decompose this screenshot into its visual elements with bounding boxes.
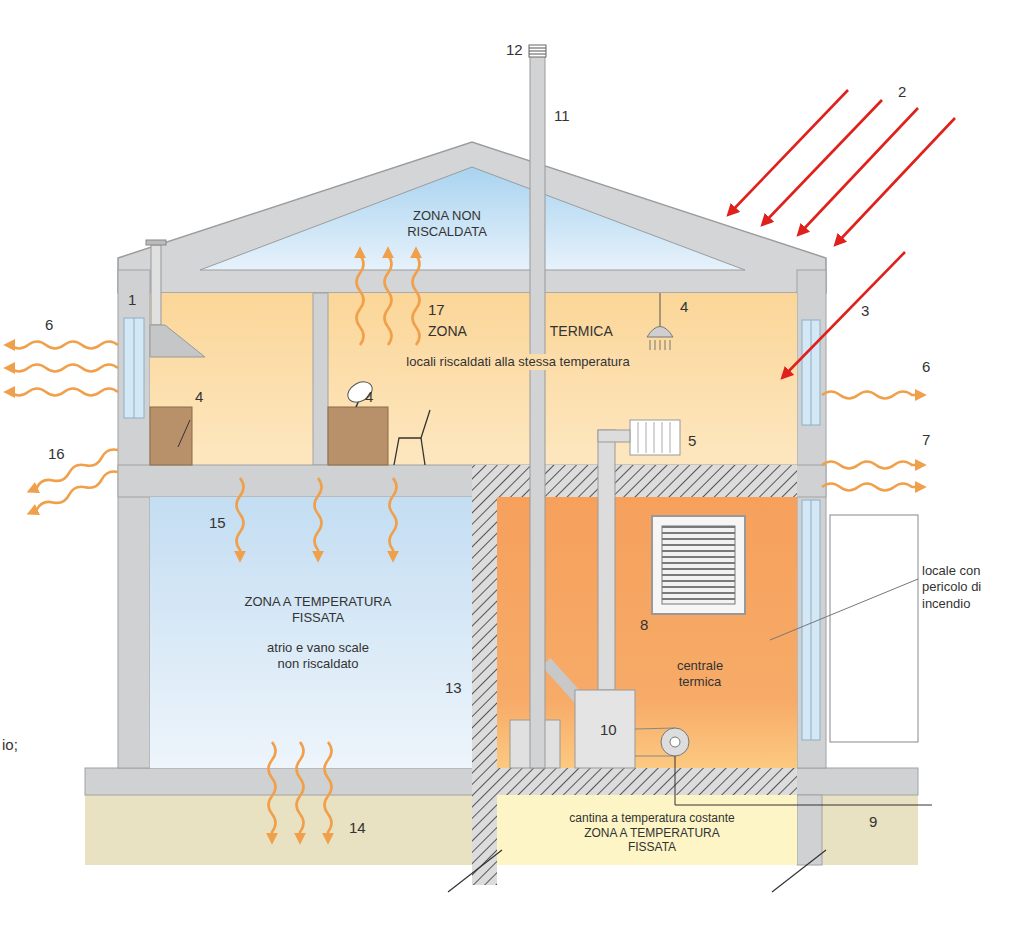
callout-number: 15 [209,515,226,532]
callout-number: 6 [45,317,53,334]
zone-text: locali riscaldati alla stessa temperatur… [403,354,632,370]
callout-number: 14 [349,820,366,837]
thermal-zone: ZONA NON RISCALDATA [200,166,745,270]
note-label: locale con pericolo di incendio [922,563,1012,612]
zone-title: centrale termica [660,658,740,689]
callout-number: 12 [506,42,523,59]
callout-number: 4 [680,299,688,316]
callout-number: 4 [195,389,203,406]
thermal-zone: ZONA A TEMPERATURA FISSATA atrio e vano s… [150,497,472,768]
callout-number: 16 [48,446,65,463]
callout-number: 6 [922,359,930,376]
thermal-zone: ZONA TERMICA locali riscaldati alla stess… [150,293,797,465]
callout-number: 17 [428,302,445,319]
thermal-zone: cantina a temperatura costanteZONA A TEM… [497,795,797,865]
callout-number: 2 [898,84,906,101]
callout-number: 13 [445,680,462,697]
callout-number: 7 [922,432,930,449]
callout-number: 5 [688,433,696,450]
callout-number: 10 [600,722,617,739]
callout-number: 9 [869,814,877,831]
note-label: io; [2,737,18,754]
zone-text: ZONA A TEMPERATURA FISSATA [577,826,727,855]
zone-title: ZONA NON RISCALDATA [387,208,507,239]
callout-number: 8 [640,617,648,634]
callout-number: 1 [128,292,136,309]
zone-title: ZONA A TEMPERATURA FISSATA [233,594,403,625]
zone-title: ZONA TERMICA [428,323,613,340]
zone-title: cantina a temperatura costante [569,811,734,825]
callout-number: 11 [554,108,570,125]
callout-number: 4 [365,389,373,406]
zone-text: atrio e vano scale non riscaldato [258,640,378,671]
callout-number: 3 [861,303,869,320]
